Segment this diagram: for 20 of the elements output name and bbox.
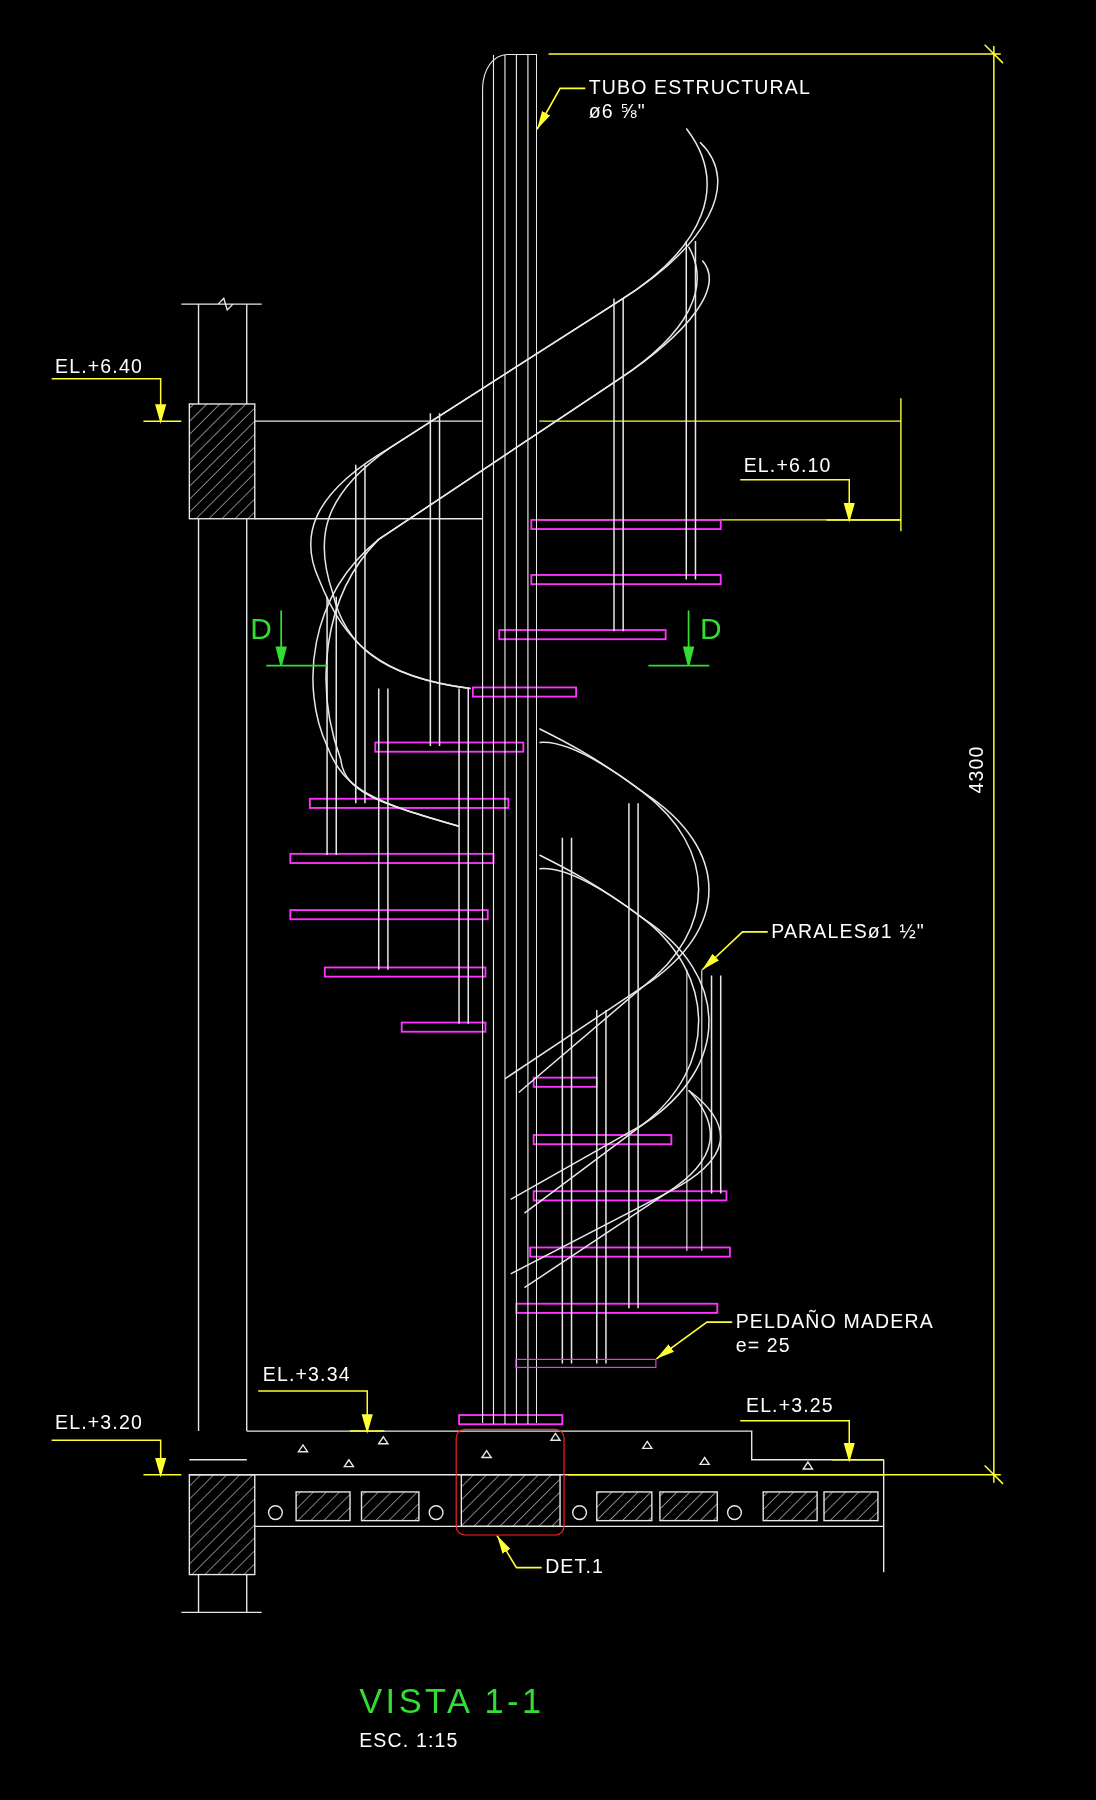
leader-line xyxy=(496,1534,543,1569)
scale-note: ESC. 1:15 xyxy=(359,1728,459,1753)
callout-text: ø6 ⅝" xyxy=(588,100,647,124)
elevation-label: EL.+3.34 xyxy=(262,1362,351,1387)
elevation-label: EL.+6.40 xyxy=(55,354,143,379)
callout-text: DET.1 xyxy=(545,1555,604,1580)
elevation-label: EL.+3.20 xyxy=(55,1410,143,1435)
leader-line xyxy=(536,87,587,131)
section-label: D xyxy=(250,611,273,647)
elevation-label: EL.+3.25 xyxy=(745,1393,834,1418)
callout-text: TUBO ESTRUCTURAL xyxy=(588,75,811,100)
leader-line xyxy=(701,931,769,971)
leader-line xyxy=(655,1321,733,1360)
callout-text: PELDAÑO MADERA xyxy=(735,1309,934,1334)
view-title: VISTA 1-1 xyxy=(359,1681,545,1723)
callout-text: e= 25 xyxy=(735,1333,792,1358)
section-label: D xyxy=(700,611,723,647)
callout-text: PARALESø1 ½" xyxy=(771,919,925,944)
dimension-value: 4300 xyxy=(964,745,989,794)
elevation-label: EL.+6.10 xyxy=(743,453,832,478)
